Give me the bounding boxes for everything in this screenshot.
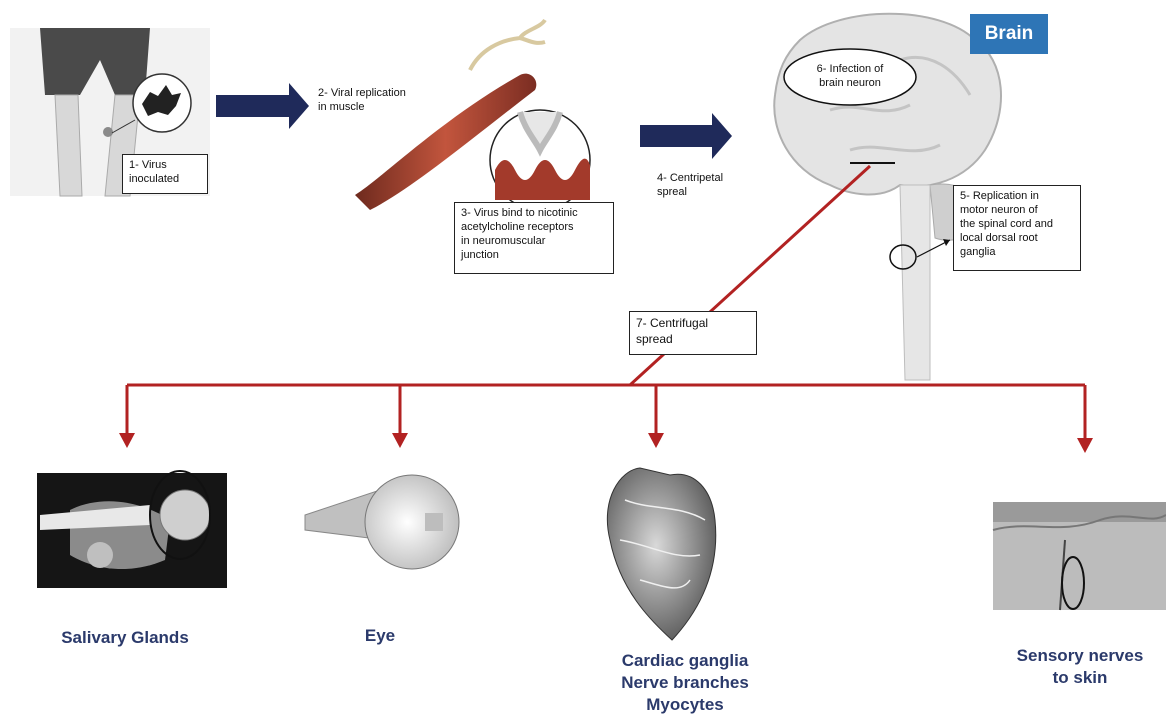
step1-box: 1- Virus inoculated <box>122 154 208 194</box>
step2-label: 2- Viral replication in muscle <box>318 86 406 114</box>
arrow-to-brain <box>640 113 732 159</box>
heart-illustration <box>607 468 715 640</box>
eye-label: Eye <box>340 625 420 647</box>
skin-illustration <box>993 502 1166 610</box>
arrow-to-muscle <box>216 83 309 129</box>
centrifugal-arrowheads <box>119 433 1093 453</box>
cardiac-label: Cardiac ganglia Nerve branches Myocytes <box>600 650 770 716</box>
sensory-nerves-label: Sensory nerves to skin <box>1000 645 1160 689</box>
muscle-illustration <box>355 20 590 210</box>
salivary-glands-illustration <box>37 471 227 588</box>
step3-box: 3- Virus bind to nicotinic acetylcholine… <box>454 202 614 274</box>
eye-illustration <box>305 475 459 569</box>
step6-label: 6- Infection of brain neuron <box>800 62 900 90</box>
step5-box: 5- Replication in motor neuron of the sp… <box>953 185 1081 271</box>
step4-label: 4- Centripetal spreal <box>657 171 723 199</box>
brain-tag: Brain <box>970 14 1048 54</box>
step7-box: 7- Centrifugal spread <box>629 311 757 355</box>
salivary-glands-label: Salivary Glands <box>30 627 220 649</box>
